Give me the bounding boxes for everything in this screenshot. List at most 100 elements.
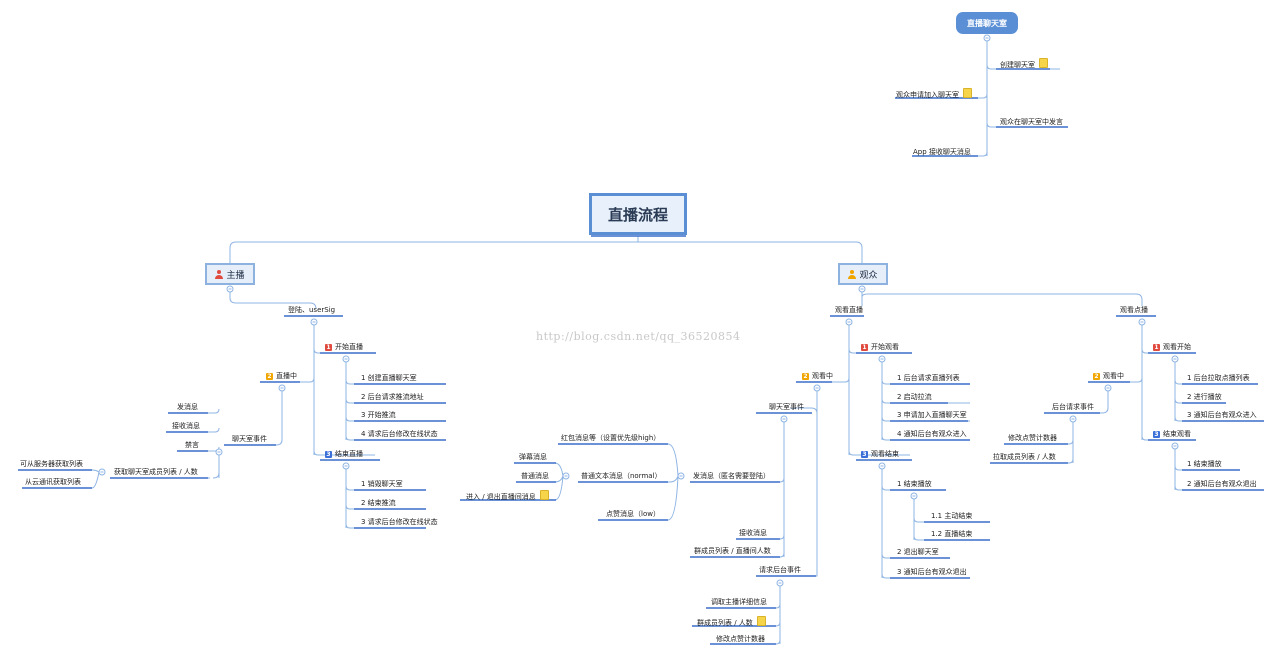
watch-end-item-3[interactable]: 3 通知后台有观众退出: [897, 568, 967, 576]
connector-line: [881, 485, 945, 491]
host-end-item-1[interactable]: 1 销毁聊天室: [361, 480, 403, 488]
host-node[interactable]: 主播: [205, 263, 255, 285]
send-enter-exit[interactable]: 进入 / 退出直播间消息: [466, 490, 549, 502]
vod-start-item-1[interactable]: 1 后台拉取点播列表: [1187, 374, 1250, 382]
host-members-server[interactable]: 可从服务器获取列表: [20, 460, 83, 468]
watch-end-stop-active[interactable]: 1.1 主动结束: [931, 512, 973, 520]
connector-line: [345, 435, 445, 441]
watch-start-item-2[interactable]: 2 启动拉流: [897, 393, 932, 401]
watch-live[interactable]: 观看直播: [835, 306, 863, 314]
vod-end-item-2[interactable]: 2 通知后台有观众退出: [1187, 480, 1257, 488]
host-mute[interactable]: 禁言: [185, 441, 199, 449]
vod-like-counter[interactable]: 修改点赞计数器: [1008, 434, 1057, 442]
vod-start-item-2[interactable]: 2 进行播放: [1187, 393, 1222, 401]
chat-node-receive[interactable]: App 接收聊天消息: [913, 148, 971, 156]
connector-line: [740, 477, 785, 483]
backend-like-counter[interactable]: 修改点赞计数器: [716, 635, 765, 643]
connector-line: [558, 443, 679, 521]
connector-line: [848, 450, 910, 456]
vod-members[interactable]: 拉取成员列表 / 人数: [993, 453, 1056, 461]
vod-backend[interactable]: 后台请求事件: [1052, 403, 1094, 411]
watch-backend[interactable]: 请求后台事件: [759, 566, 801, 574]
send-plain[interactable]: 普通消息: [521, 472, 549, 480]
connector-line: [170, 408, 220, 414]
connector-line: [1004, 439, 1074, 445]
vod-start-item-3[interactable]: 3 通知后台有观众进入: [1187, 411, 1257, 419]
note-icon: [539, 490, 549, 500]
host-members[interactable]: 获取聊天室成员列表 / 人数: [114, 468, 198, 476]
host-receive-msg[interactable]: 接收消息: [172, 422, 200, 430]
connector-line: [706, 603, 781, 609]
send-redpack[interactable]: 红包消息等（设置优先级high）: [561, 434, 661, 442]
host-start-item-3[interactable]: 3 开始推流: [361, 411, 396, 419]
watch-start-item-1[interactable]: 1 后台请求直播列表: [897, 374, 960, 382]
host-login[interactable]: 登陆、userSig: [288, 306, 336, 314]
connector-line: [1141, 348, 1190, 354]
watch-chat-events[interactable]: 聊天室事件: [769, 403, 804, 411]
connector-line: [166, 427, 220, 433]
connector-line: [345, 523, 425, 529]
watch-end-stop-live[interactable]: 1.2 直播结束: [931, 530, 973, 538]
watch-group-members[interactable]: 群成员列表 / 直播间人数: [694, 547, 771, 555]
connector-line: [345, 416, 445, 422]
root-node[interactable]: 直播流程: [589, 193, 687, 235]
connector-line: [826, 377, 850, 383]
connector-line: [1141, 435, 1190, 441]
watch-start-item-4[interactable]: 4 通知后台有观众进入: [897, 430, 967, 438]
chat-node-speak[interactable]: 观众在聊天室中发言: [1000, 118, 1063, 126]
user-icon: [215, 269, 224, 279]
connector-line: [913, 517, 990, 523]
audience-node[interactable]: 观众: [838, 263, 888, 285]
watch-end-stop[interactable]: 1 结束播放: [897, 480, 932, 488]
connector-line: [345, 504, 425, 510]
chat-room-node[interactable]: 直播聊天室: [956, 12, 1018, 34]
connector-line: [1174, 416, 1264, 422]
connector-line: [881, 416, 970, 422]
connector-line: [990, 458, 1074, 464]
host-send-msg[interactable]: 发消息: [177, 403, 198, 411]
host-end-item-2[interactable]: 2 结束推流: [361, 499, 396, 507]
note-icon: [963, 88, 972, 98]
connector-line: [848, 348, 910, 354]
chat-node-create[interactable]: 创建聊天室: [1000, 58, 1048, 70]
watch-send[interactable]: 发消息（匿名需要登陆）: [693, 472, 770, 480]
connector-line: [881, 435, 970, 441]
watch-start-item-3[interactable]: 3 申请加入直播聊天室: [897, 411, 967, 419]
note-icon: [1039, 58, 1048, 68]
host-start-item-4[interactable]: 4 请求后台修改在线状态: [361, 430, 438, 438]
connector-line: [881, 379, 970, 385]
connector-line: [986, 64, 1060, 70]
note-icon: [756, 616, 766, 626]
watch-end-item-2[interactable]: 2 退出聊天室: [897, 548, 939, 556]
watch-receive[interactable]: 接收消息: [739, 529, 767, 537]
connector-line: [229, 292, 317, 310]
watermark: http://blog.csdn.net/qq_36520854: [536, 330, 741, 343]
connector-line: [861, 292, 1143, 306]
send-danmu[interactable]: 弹幕消息: [519, 453, 547, 461]
host-start-item-2[interactable]: 2 后台请求推流地址: [361, 393, 424, 401]
send-like[interactable]: 点赞消息（low）: [606, 510, 660, 518]
send-normal[interactable]: 普通文本消息（normal）: [581, 472, 662, 480]
backend-group-members[interactable]: 群成员列表 / 人数: [697, 616, 766, 628]
connector-line: [692, 621, 781, 627]
chat-node-join[interactable]: 观众申请加入聊天室: [896, 88, 972, 100]
host-members-cloud[interactable]: 从云通讯获取列表: [25, 478, 81, 486]
host-end-item-3[interactable]: 3 请求后台修改在线状态: [361, 518, 438, 526]
connector-line: [266, 391, 283, 446]
backend-host-info[interactable]: 调取主播详细信息: [711, 598, 767, 606]
host-chat-events[interactable]: 聊天室事件: [232, 435, 267, 443]
host-start-item-1[interactable]: 1 创建直播聊天室: [361, 374, 417, 382]
connector-line: [895, 93, 988, 99]
watch-vod[interactable]: 观看点播: [1120, 306, 1148, 314]
vod-end-item-1[interactable]: 1 结束播放: [1187, 460, 1222, 468]
connector-line: [313, 450, 375, 456]
